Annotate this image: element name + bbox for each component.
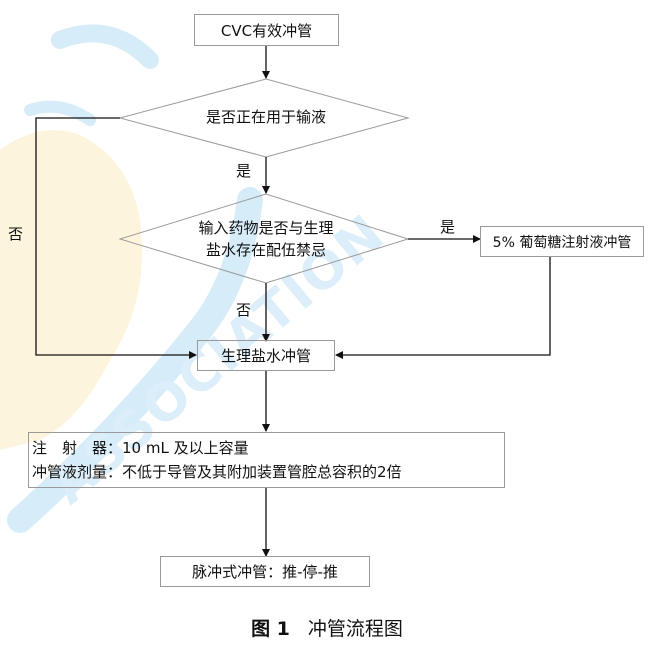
decision-1-label: 是否正在用于输液 (205, 108, 326, 126)
figure-title: 冲管流程图 (307, 618, 403, 640)
edge-d1-no (35, 117, 197, 359)
pulse-flush-label: 脉冲式冲管：推-停-推 (192, 563, 338, 581)
start-label: CVC有效冲管 (220, 21, 313, 40)
saline-flush-label: 生理盐水冲管 (220, 347, 311, 365)
figure-caption: 图 1 冲管流程图 (0, 614, 654, 641)
flush-parameters-box: 注 射 器：10 mL 及以上容量 冲管液剂量：不低于导管及其附加装置管腔总容积… (28, 432, 505, 488)
flush-volume-line: 冲管液剂量：不低于导管及其附加装置管腔总容积的2倍 (32, 463, 402, 481)
decision-2-yes-label: 是 (440, 218, 456, 236)
decision-1-yes-label: 是 (236, 162, 252, 180)
decision-2-label-line2: 盐水存在配伍禁忌 (205, 241, 326, 259)
decision-2-label-line1: 输入药物是否与生理 (198, 219, 334, 237)
pulse-flush-box: 脉冲式冲管：推-停-推 (160, 556, 370, 587)
figure-number: 图 1 (251, 618, 290, 640)
syringe-spec-line: 注 射 器：10 mL 及以上容量 (32, 439, 249, 457)
glucose-flush-label: 5% 葡萄糖注射液冲管 (492, 234, 632, 251)
start-box: CVC有效冲管 (194, 14, 339, 46)
decision-1-diamond (118, 78, 410, 158)
saline-flush-box: 生理盐水冲管 (197, 340, 335, 371)
decision-1-no-label: 否 (8, 225, 24, 243)
edge-glucose-to-saline (335, 257, 551, 359)
decision-2-no-label: 否 (236, 301, 252, 319)
decision-2-diamond (118, 193, 410, 284)
glucose-flush-box: 5% 葡萄糖注射液冲管 (480, 226, 644, 257)
